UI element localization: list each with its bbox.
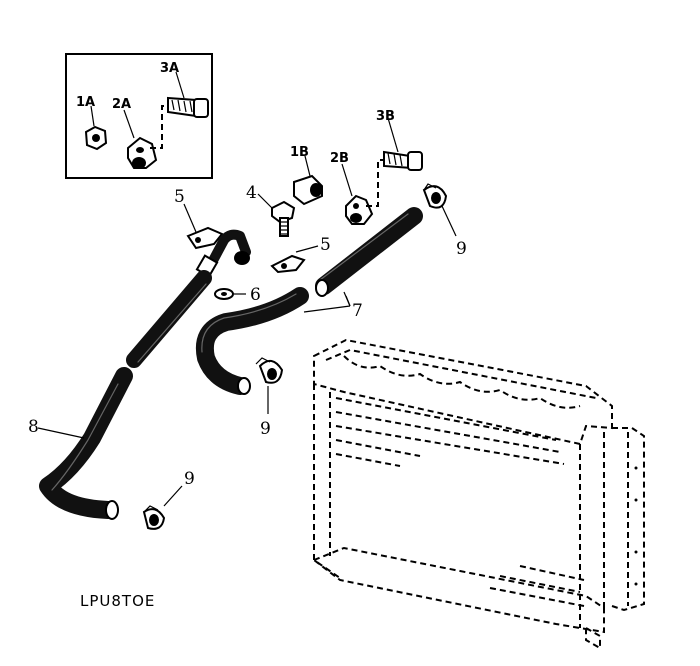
label-2b: 2B [330,151,349,166]
inset-bolt [167,96,209,118]
label-5-left: 5 [174,187,185,207]
label-1b: 1B [290,145,309,160]
bracket-5-left [186,226,224,250]
label-5-right: 5 [320,235,331,255]
hose-8 [39,229,251,520]
inset-label-1a: 1A [76,95,95,110]
figure-code: LPU8TOE [80,592,155,610]
inset-label-3a: 3A [160,61,179,76]
spacer-1b [293,174,323,206]
label-3b: 3B [376,109,395,124]
washer-6 [214,288,234,300]
inset-label-2a: 2A [112,97,131,112]
bracket-5-right [270,254,306,274]
bolt-4 [271,200,296,237]
label-9-top: 9 [456,239,467,259]
inset-clamp [127,136,158,169]
clamp-2b [345,194,374,225]
label-9-mid: 9 [260,419,271,439]
hose-7 [196,207,423,395]
inset-detail: 1A 2A 3A [65,53,213,179]
bolt-3b [383,150,423,171]
radiator [311,338,645,650]
label-6: 6 [250,285,261,305]
label-4: 4 [246,183,257,203]
clamp-9-bottom [142,505,166,530]
label-9-bottom: 9 [184,469,195,489]
label-7: 7 [352,301,363,321]
inset-nut [84,125,108,151]
label-8: 8 [28,417,39,437]
clamp-9-mid [255,357,284,384]
clamp-9-top [422,183,448,209]
